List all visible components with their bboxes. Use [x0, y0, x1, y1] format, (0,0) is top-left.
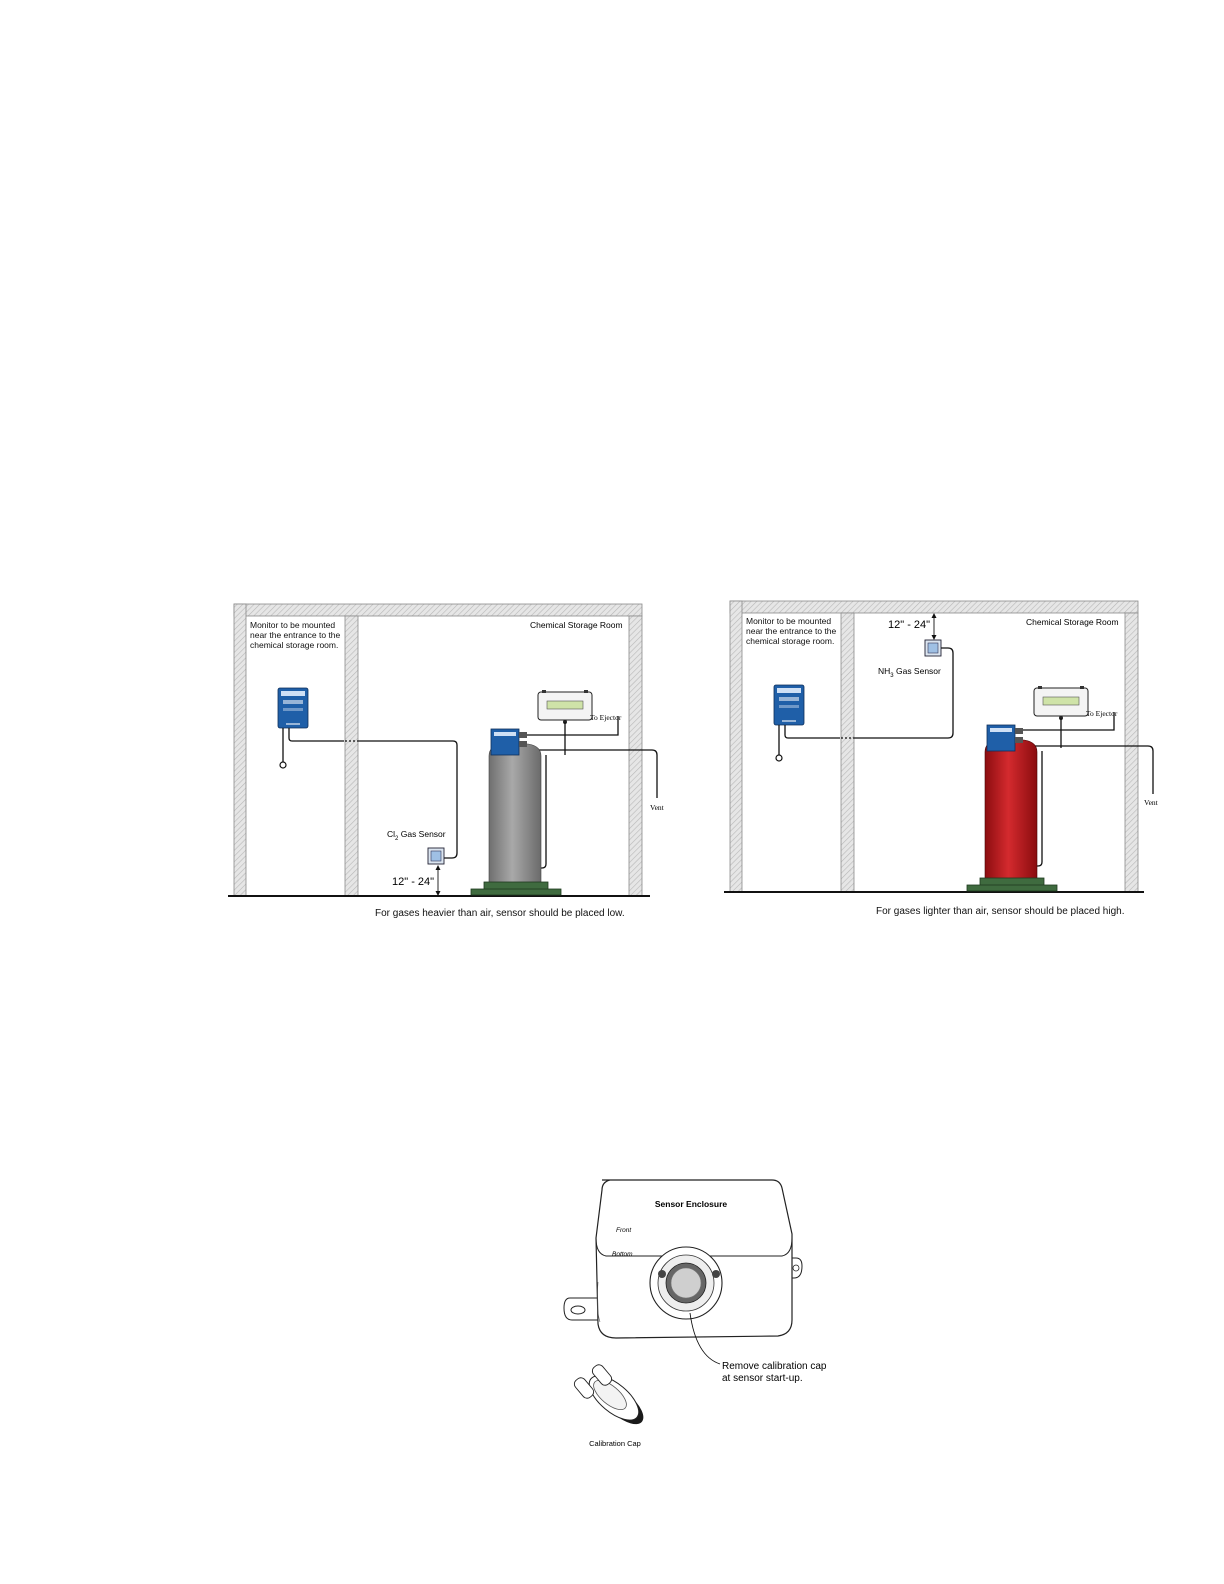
chlorinator — [1033, 686, 1089, 720]
lighter-than-air-diagram: Monitor to be mounted near the entrance … — [724, 600, 1159, 893]
gas-sensor — [427, 847, 445, 865]
scale-base — [966, 877, 1058, 892]
vent-line — [1020, 745, 1154, 794]
monitor-note: Monitor to be mounted near the entrance … — [746, 616, 839, 646]
calibration-cap — [573, 1364, 644, 1425]
lighter-caption: For gases lighter than air, sensor shoul… — [876, 906, 1125, 917]
front-label: Front — [616, 1227, 632, 1234]
room-walls — [233, 603, 643, 897]
mounting-tab — [563, 1257, 803, 1321]
vent-label: Vent — [650, 803, 665, 812]
height-dimension — [435, 865, 441, 896]
height-label: 12" - 24" — [392, 876, 434, 888]
room-label: Chemical Storage Room — [530, 620, 623, 630]
sensor-label: NH3 Gas Sensor — [878, 666, 941, 679]
callout-text: Remove calibration cap at sensor start-u… — [722, 1361, 829, 1384]
calibration-cap-label: Calibration Cap — [589, 1439, 641, 1448]
bottom-label: Bottom — [612, 1251, 633, 1258]
sensor-cable — [784, 725, 840, 739]
gas-monitor — [773, 684, 805, 726]
heavier-caption: For gases heavier than air, sensor shoul… — [375, 908, 625, 919]
sensor-opening — [649, 1246, 723, 1320]
to-ejector-label: To Ejector — [1086, 709, 1118, 718]
scale-base — [470, 881, 562, 896]
sensor-label: Cl2 Gas Sensor — [387, 829, 446, 842]
enclosure-title: Sensor Enclosure — [655, 1199, 728, 1209]
vent-line — [524, 749, 658, 798]
gas-monitor — [277, 687, 309, 729]
chlorinator — [537, 690, 593, 724]
room-walls — [729, 600, 1139, 893]
gas-sensor — [924, 639, 942, 657]
vent-label: Vent — [1144, 798, 1159, 807]
gas-cylinder — [984, 724, 1038, 881]
sensor-enclosure-figure: Sensor Enclosure Front Bottom Remove cal… — [563, 1179, 829, 1448]
room-label: Chemical Storage Room — [1026, 617, 1119, 627]
gas-cylinder — [488, 728, 542, 885]
sensor-cable — [288, 728, 344, 742]
callout-leader — [689, 1312, 721, 1365]
height-dimension — [931, 613, 937, 640]
to-ejector-label: To Ejector — [590, 713, 622, 722]
monitor-note: Monitor to be mounted near the entrance … — [250, 620, 343, 650]
heavier-than-air-diagram: Monitor to be mounted near the entrance … — [228, 603, 665, 897]
height-label: 12" - 24" — [888, 619, 930, 631]
